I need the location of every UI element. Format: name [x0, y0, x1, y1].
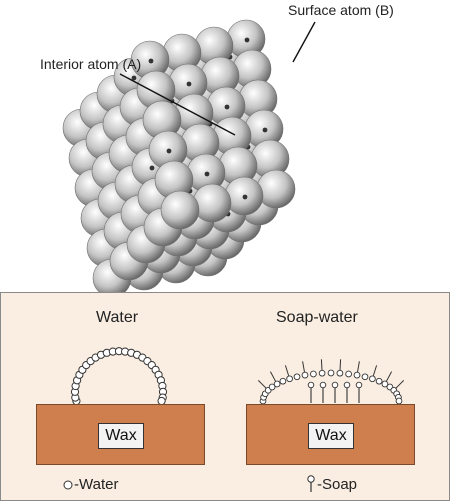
soap-molecule-legend-icon: [307, 475, 315, 483]
surface-atom-label: Surface atom (B): [288, 2, 394, 18]
soap-molecule-tail: [339, 359, 342, 371]
water-molecule: [268, 383, 276, 391]
soap-molecule-head: [319, 381, 327, 389]
wax-label-soap: Wax: [308, 423, 354, 449]
atom-sphere: [160, 190, 200, 230]
atom-bond-dot: [204, 171, 210, 177]
water-molecule: [353, 371, 361, 379]
soap-molecule-tail: [372, 365, 378, 377]
soap-molecule-tail: [269, 371, 277, 382]
wax-label-water: Wax: [98, 423, 144, 449]
water-molecule: [345, 370, 352, 378]
atom-cluster: [62, 19, 316, 298]
soap-molecule-tail: [257, 380, 267, 389]
soap-water-title: Soap-water: [276, 309, 358, 326]
atom-bond-dot: [224, 104, 230, 110]
atom-bond-dot: [131, 75, 137, 81]
atom-sphere: [256, 169, 296, 209]
atom-bond-dot: [148, 58, 154, 64]
water-droplet: [70, 347, 168, 406]
soap-legend-label: -Soap: [317, 476, 358, 493]
wax-block-soap: Wax: [246, 404, 415, 465]
surface-atom-pointer: [292, 21, 316, 63]
water-molecule: [279, 377, 287, 385]
soap-molecule-head: [355, 381, 363, 389]
water-molecule: [293, 373, 301, 381]
atom-bond-dot: [244, 37, 250, 43]
soap-molecule-tail: [395, 380, 405, 389]
interior-atom-label: Interior atom (A): [40, 56, 142, 72]
water-title: Water: [96, 309, 139, 326]
soap-molecule-head: [331, 381, 339, 389]
water-molecule: [286, 375, 293, 383]
water-molecule: [301, 371, 309, 379]
atom-bond-dot: [149, 165, 155, 171]
droplet-drawings: [63, 347, 405, 492]
atom-sphere: [192, 183, 232, 223]
soap-molecule-tail: [385, 371, 393, 382]
wetting-panel: Water Soap-water Wax Wax -Water -Soap: [0, 292, 450, 501]
atom-cluster-figure: Surface atom (B) Interior atom (A): [40, 2, 394, 298]
atom-bond-dot: [166, 148, 172, 154]
water-molecule: [395, 397, 403, 405]
water-molecule: [273, 380, 281, 388]
atom-bond-dot: [262, 127, 268, 133]
soap-molecule-tail: [284, 365, 290, 377]
water-molecule: [318, 369, 326, 377]
water-molecule: [375, 377, 383, 385]
soap-molecule-tail: [320, 359, 323, 371]
soap-molecule-tail: [357, 361, 360, 373]
atom-bond-dot: [186, 81, 192, 87]
soap-molecule-head: [343, 381, 351, 389]
water-molecule: [327, 369, 335, 377]
water-legend-label: -Water: [74, 476, 119, 493]
interior-atom-pointer: [119, 73, 236, 136]
water-molecule: [310, 370, 317, 378]
water-molecule: [369, 375, 376, 383]
atom-bond-dot: [242, 194, 248, 200]
water-molecule: [336, 369, 344, 377]
soap-molecule-tail: [302, 361, 305, 373]
water-molecule-legend-icon: [63, 480, 73, 490]
water-molecule: [381, 380, 389, 388]
soap-molecule-head: [307, 381, 315, 389]
soap-water-droplet: [257, 359, 405, 405]
water-molecule: [361, 373, 369, 381]
wax-block-water: Wax: [36, 404, 205, 465]
